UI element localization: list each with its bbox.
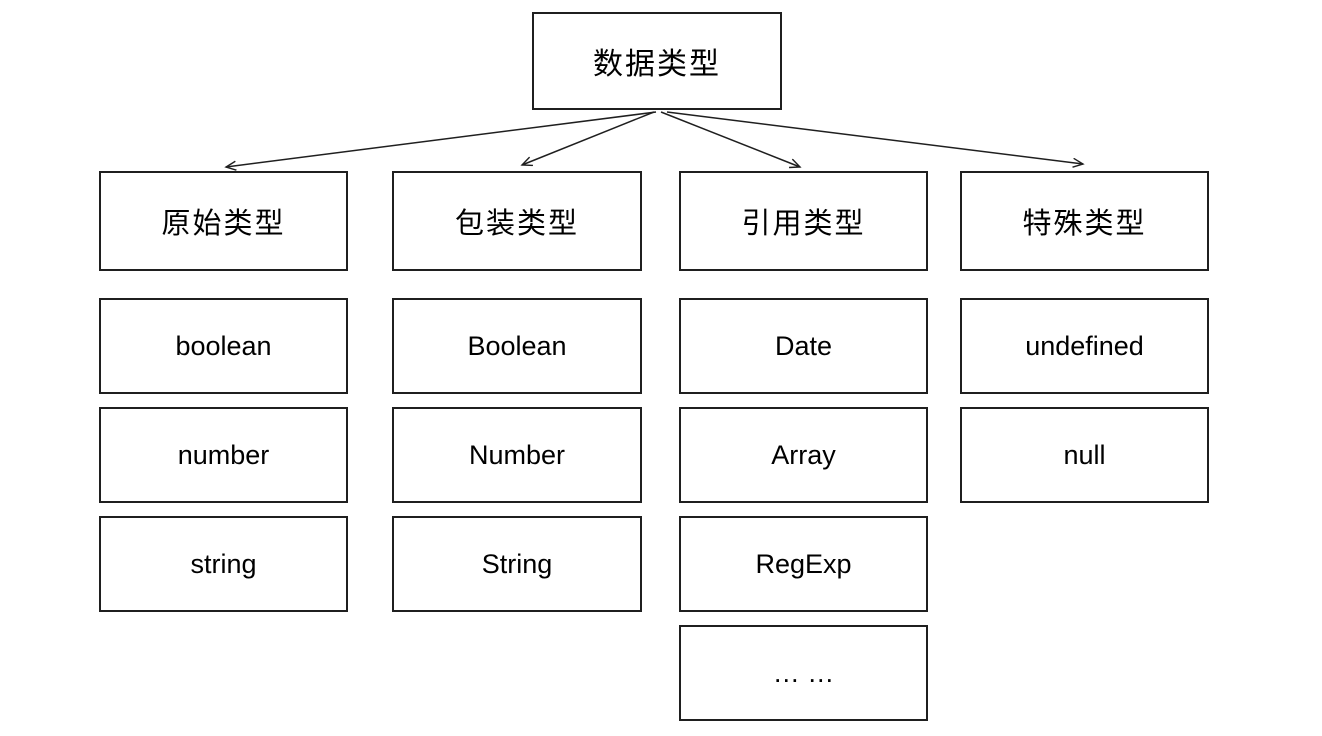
connector-arrow-primitive [226,111,657,167]
type-node: Boolean [392,298,642,394]
category-header-wrapper: 包装类型 [392,171,642,271]
type-node: RegExp [679,516,928,612]
root-node-data-types: 数据类型 [532,12,782,110]
category-header-reference: 引用类型 [679,171,928,271]
column-special-types: 特殊类型 undefined null [960,171,1209,503]
connector-arrow-special [666,111,1083,164]
category-header-primitive: 原始类型 [99,171,348,271]
type-node: … … [679,625,928,721]
type-node: undefined [960,298,1209,394]
type-node: Number [392,407,642,503]
type-node: boolean [99,298,348,394]
type-node: Date [679,298,928,394]
connector-arrow-reference [660,111,800,167]
type-node: Array [679,407,928,503]
type-node: String [392,516,642,612]
type-node: string [99,516,348,612]
primitive-children: boolean number string [99,298,348,612]
category-header-special: 特殊类型 [960,171,1209,271]
special-children: undefined null [960,298,1209,503]
type-node: number [99,407,348,503]
type-node: null [960,407,1209,503]
connector-arrow-wrapper [522,111,655,165]
column-primitive-types: 原始类型 boolean number string [99,171,348,612]
